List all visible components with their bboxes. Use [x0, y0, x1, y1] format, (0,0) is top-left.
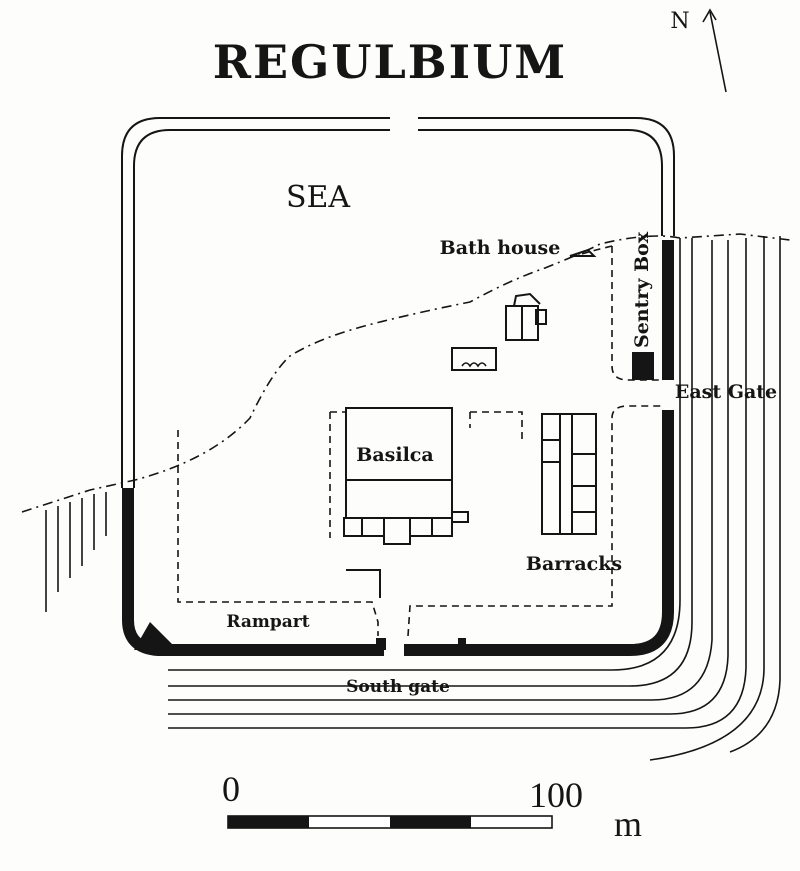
inner-wall-ne: [418, 129, 663, 236]
inner-wall-nw: [133, 129, 390, 488]
outer-wall-nw: [121, 117, 390, 488]
rampart-inner-e: [407, 405, 662, 637]
basilica: [329, 407, 469, 545]
label-bath-house: Bath house: [440, 237, 561, 259]
north-arrow: N: [670, 8, 727, 93]
scale-unit-label: m: [614, 804, 642, 844]
scale-end-label: 100: [529, 775, 583, 815]
label-east-gate: East Gate: [675, 381, 777, 403]
south-wall-turret: [458, 638, 466, 650]
bath-house-link: [573, 245, 613, 257]
label-rampart: Rampart: [226, 612, 309, 632]
scale-segment-1: [228, 816, 309, 828]
fort-wall: [121, 117, 675, 656]
wall-south-east: [404, 410, 674, 656]
north-arrow-head-icon: [702, 8, 717, 23]
scale-segment-3: [390, 816, 471, 828]
gate-building: [346, 569, 381, 598]
label-sea: SEA: [286, 180, 350, 215]
cliff-hatching-west: [45, 492, 107, 612]
rampart-inner-w: [177, 430, 379, 636]
north-arrow-shaft: [709, 11, 727, 93]
scale-start-label: 0: [222, 769, 240, 809]
label-basilica: Basilca: [356, 444, 433, 466]
barracks: [469, 411, 597, 535]
map-title: REGULBIUM: [213, 35, 567, 89]
outer-wall-ne: [418, 117, 675, 236]
label-south-gate: South gate: [346, 677, 450, 697]
corner-tower: [134, 622, 178, 650]
rampart-inner-ne: [611, 246, 662, 381]
bath-house-buildings: [451, 248, 597, 371]
outer-ditches: [168, 236, 781, 761]
north-label: N: [670, 9, 689, 34]
sentry-box: [632, 352, 654, 380]
coastline: [21, 233, 791, 513]
south-gate-tower-w: [376, 638, 386, 650]
label-sentry-box: Sentry Box: [631, 231, 653, 348]
scale-bar: 0 100 m: [222, 769, 642, 844]
label-barracks: Barracks: [526, 553, 622, 575]
